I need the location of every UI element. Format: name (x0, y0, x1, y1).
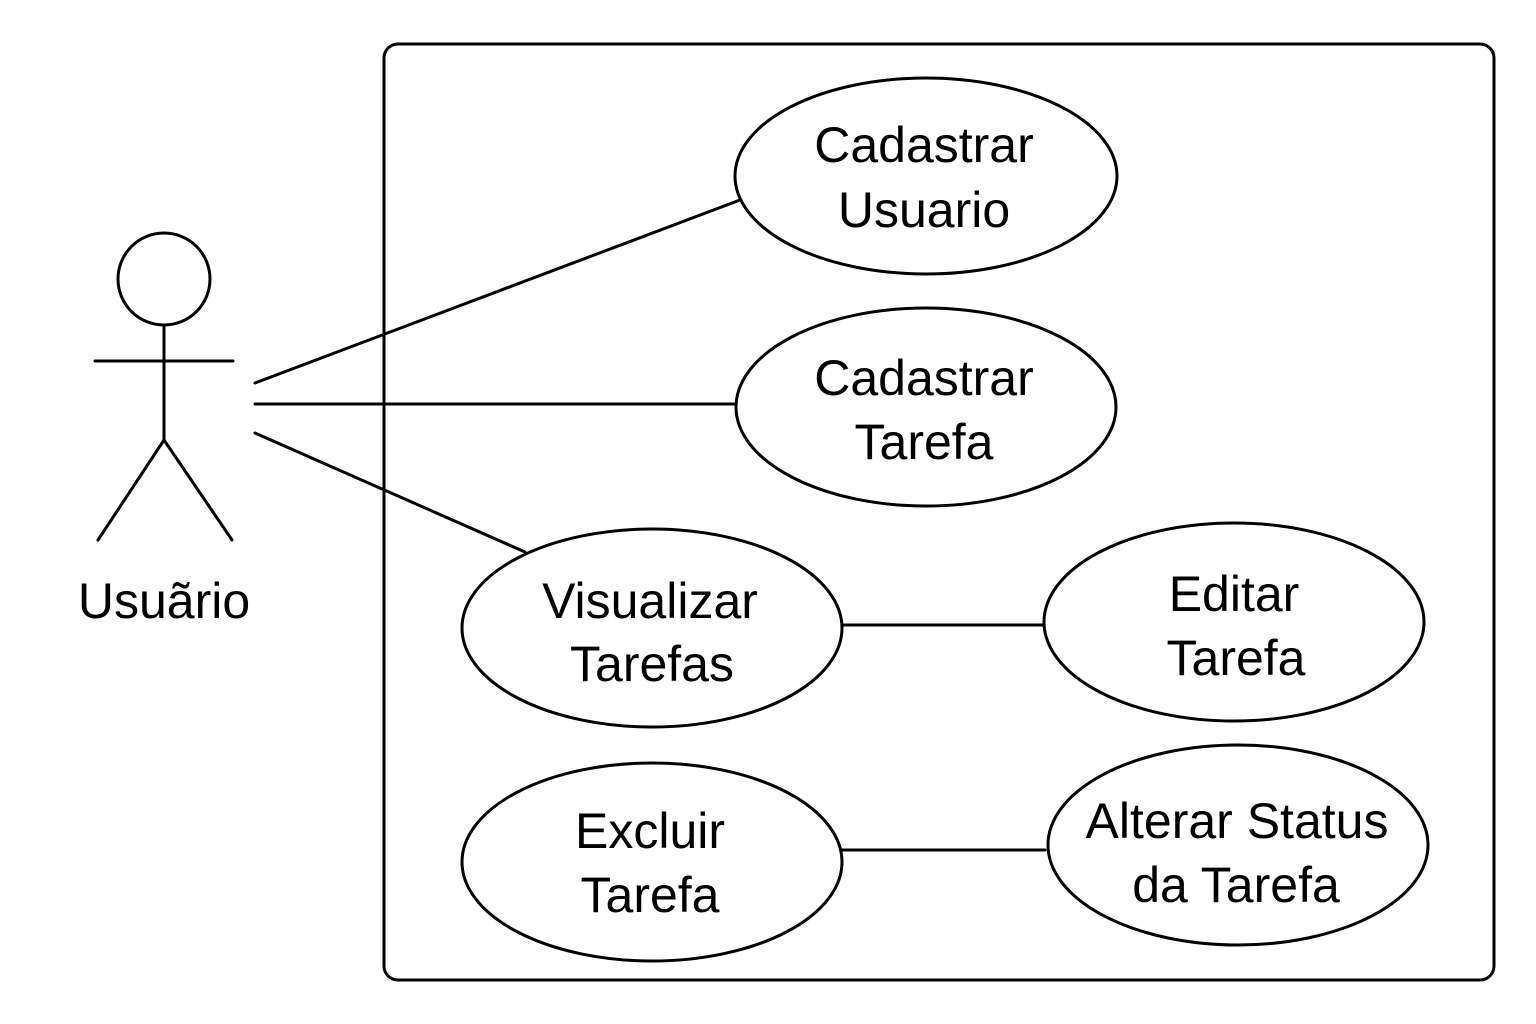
actor-head (116, 231, 212, 327)
system-boundary (382, 42, 1496, 982)
actor-usuario: Usuãrio (78, 231, 250, 629)
use-case-ellipse (460, 527, 844, 729)
use-case-alterar-status-tarefa: Alterar Status da Tarefa (1046, 743, 1430, 947)
use-case-cadastrar-tarefa: Cadastrar Tarefa (734, 306, 1118, 508)
use-case-label-line2: Tarefa (1167, 630, 1306, 686)
use-case-visualizar-tarefas: Visualizar Tarefas (460, 527, 844, 729)
use-case-ellipse (1046, 743, 1430, 947)
use-case-ellipse (460, 761, 844, 963)
use-case-label-line2: Usuario (838, 182, 1010, 238)
use-case-label-line2: Tarefas (570, 636, 734, 692)
use-case-label-line1: Excluir (575, 803, 725, 859)
use-case-label-line1: Editar (1169, 566, 1300, 622)
use-case-ellipse (734, 306, 1118, 508)
use-case-label-line2: da Tarefa (1132, 857, 1340, 913)
use-case-ellipse (1042, 521, 1426, 723)
use-case-label-line1: Cadastrar (814, 350, 1034, 406)
association-actor-cadastrar-usuario (253, 198, 742, 385)
use-case-label-line1: Visualizar (542, 573, 758, 629)
actor-right-leg (162, 438, 234, 542)
association-actor-visualizar-tarefas (253, 431, 527, 554)
actor-label: Usuãrio (78, 573, 250, 629)
use-case-label-line2: Tarefa (581, 867, 720, 923)
use-case-label-line1: Alterar Status (1086, 793, 1389, 849)
use-case-label-line2: Tarefa (855, 414, 994, 470)
use-case-cadastrar-usuario: Cadastrar Usuario (733, 76, 1119, 276)
use-case-editar-tarefa: Editar Tarefa (1042, 521, 1426, 723)
use-case-label-line1: Cadastrar (814, 117, 1034, 173)
actor-left-leg (96, 438, 166, 542)
use-case-ellipse (733, 76, 1119, 276)
use-case-excluir-tarefa: Excluir Tarefa (460, 761, 844, 963)
